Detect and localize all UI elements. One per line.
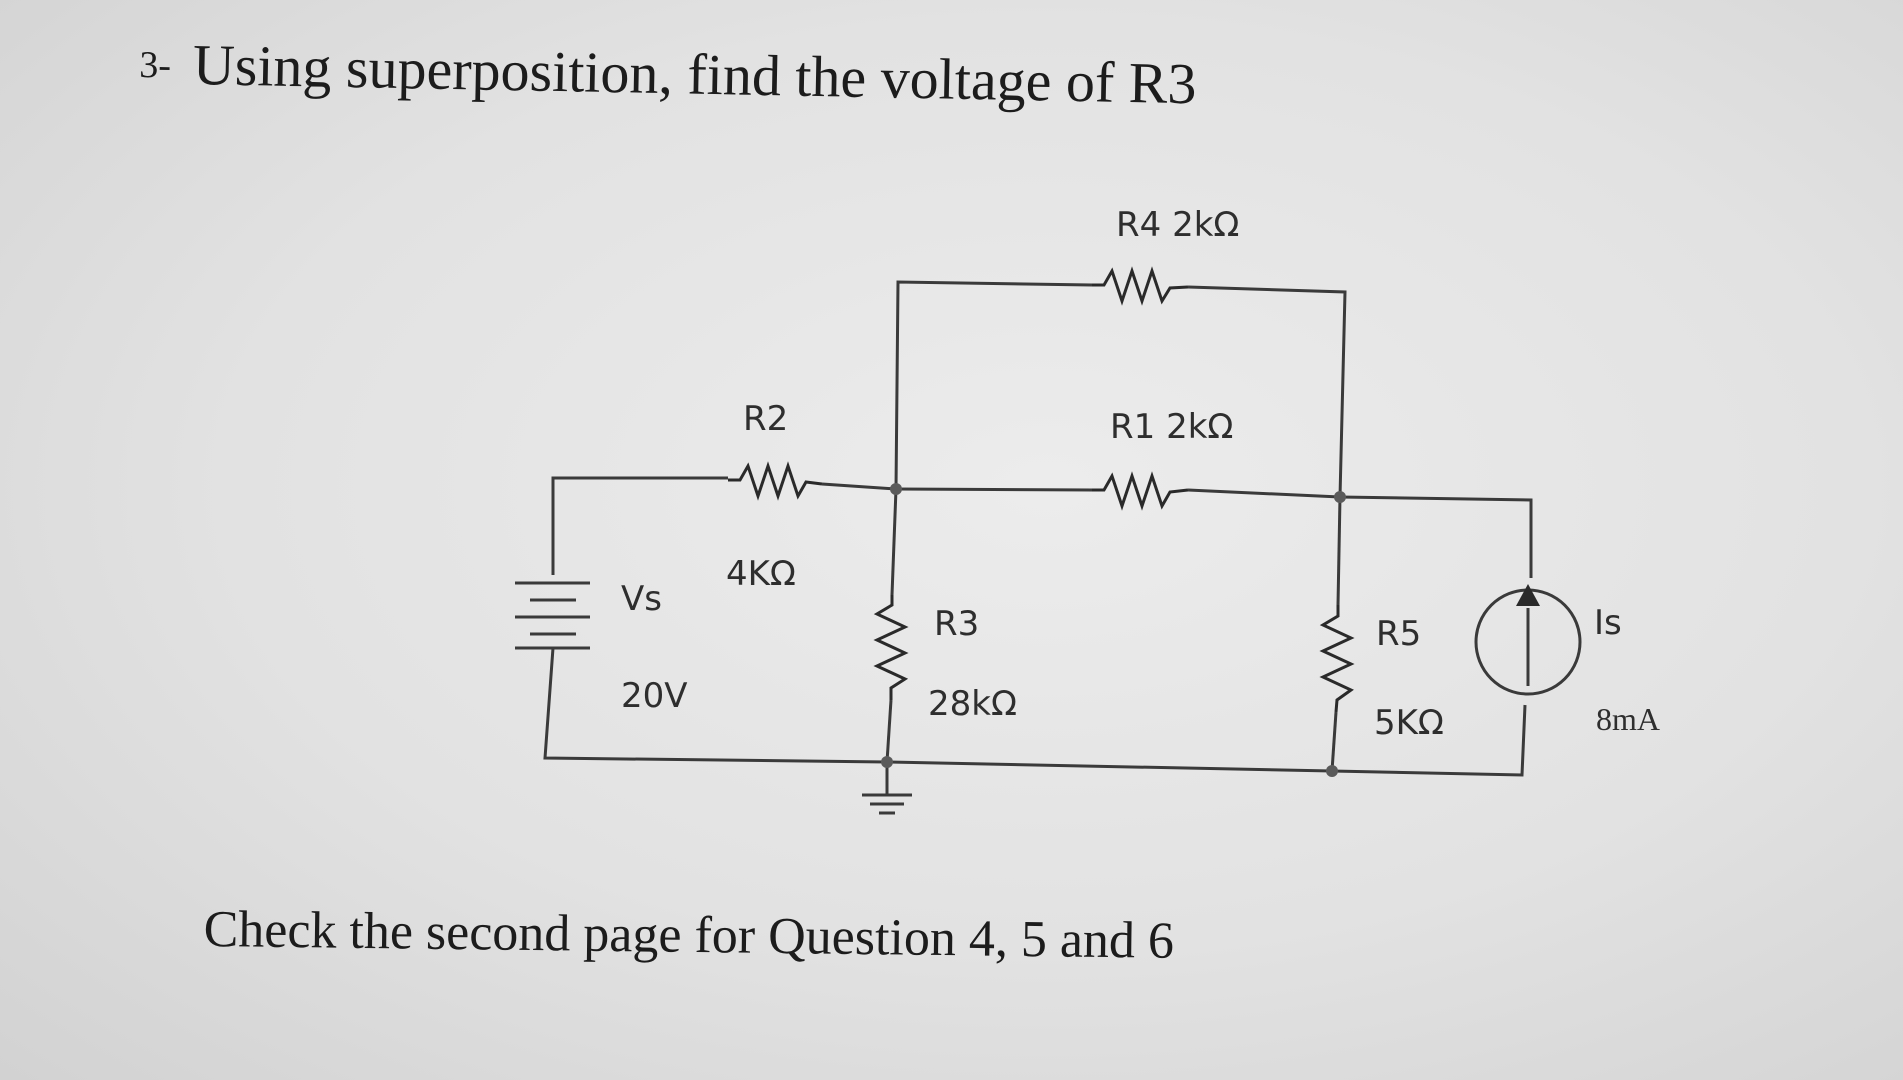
footer-note: Check the second page for Question 4, 5 …: [203, 900, 1175, 970]
resistor-r5-symbol: [1319, 605, 1355, 713]
battery-vs-symbol: [515, 581, 590, 650]
label-r3-value: 28kΩ: [928, 684, 1017, 724]
wire-r1-to-node-b: [1187, 488, 1341, 499]
label-vs-value: 20V: [621, 676, 688, 716]
wire-r5-bottom: [1330, 711, 1338, 772]
label-r5-name: R5: [1376, 614, 1421, 654]
wire-r3-top: [890, 488, 898, 596]
wire-r5-top: [1336, 496, 1342, 606]
wire-r3-bottom: [885, 699, 893, 763]
label-is-value: 8mA: [1596, 701, 1660, 737]
label-r1: R1 2kΩ: [1110, 407, 1233, 447]
resistor-r1-symbol: [1092, 471, 1189, 511]
label-r4: R4 2kΩ: [1116, 205, 1239, 245]
label-r2-value: 4KΩ: [726, 554, 796, 594]
resistor-r4-symbol: [1092, 266, 1189, 306]
wire-left-top: [551, 476, 728, 575]
junction-node-b: [1334, 491, 1346, 503]
label-r5-value: 5KΩ: [1374, 703, 1444, 743]
resistor-r2-symbol: [728, 461, 823, 501]
junction-node-bottom-right: [1326, 765, 1338, 777]
wire-r4-right: [1187, 285, 1347, 498]
ground-symbol: [862, 793, 912, 815]
wire-bottom-rail-right: [1331, 704, 1527, 777]
label-r2-name: R2: [743, 399, 788, 439]
wire-r4-left: [894, 280, 1093, 490]
label-r3-name: R3: [934, 604, 979, 644]
junction-node-a: [890, 483, 902, 495]
wire-node-b-to-is: [1339, 495, 1533, 578]
resistor-r3-symbol: [873, 595, 909, 700]
current-source-is-symbol: [1474, 584, 1582, 696]
wire-left-bottom: [543, 647, 888, 764]
wire-bottom-rail-mid: [886, 760, 1333, 773]
wire-r2-to-node-a: [821, 482, 897, 491]
junction-node-ground: [881, 756, 893, 768]
label-is-name: Is: [1594, 603, 1622, 643]
wire-node-a-to-r1: [895, 487, 1093, 492]
label-vs-name: Vs: [621, 579, 662, 619]
